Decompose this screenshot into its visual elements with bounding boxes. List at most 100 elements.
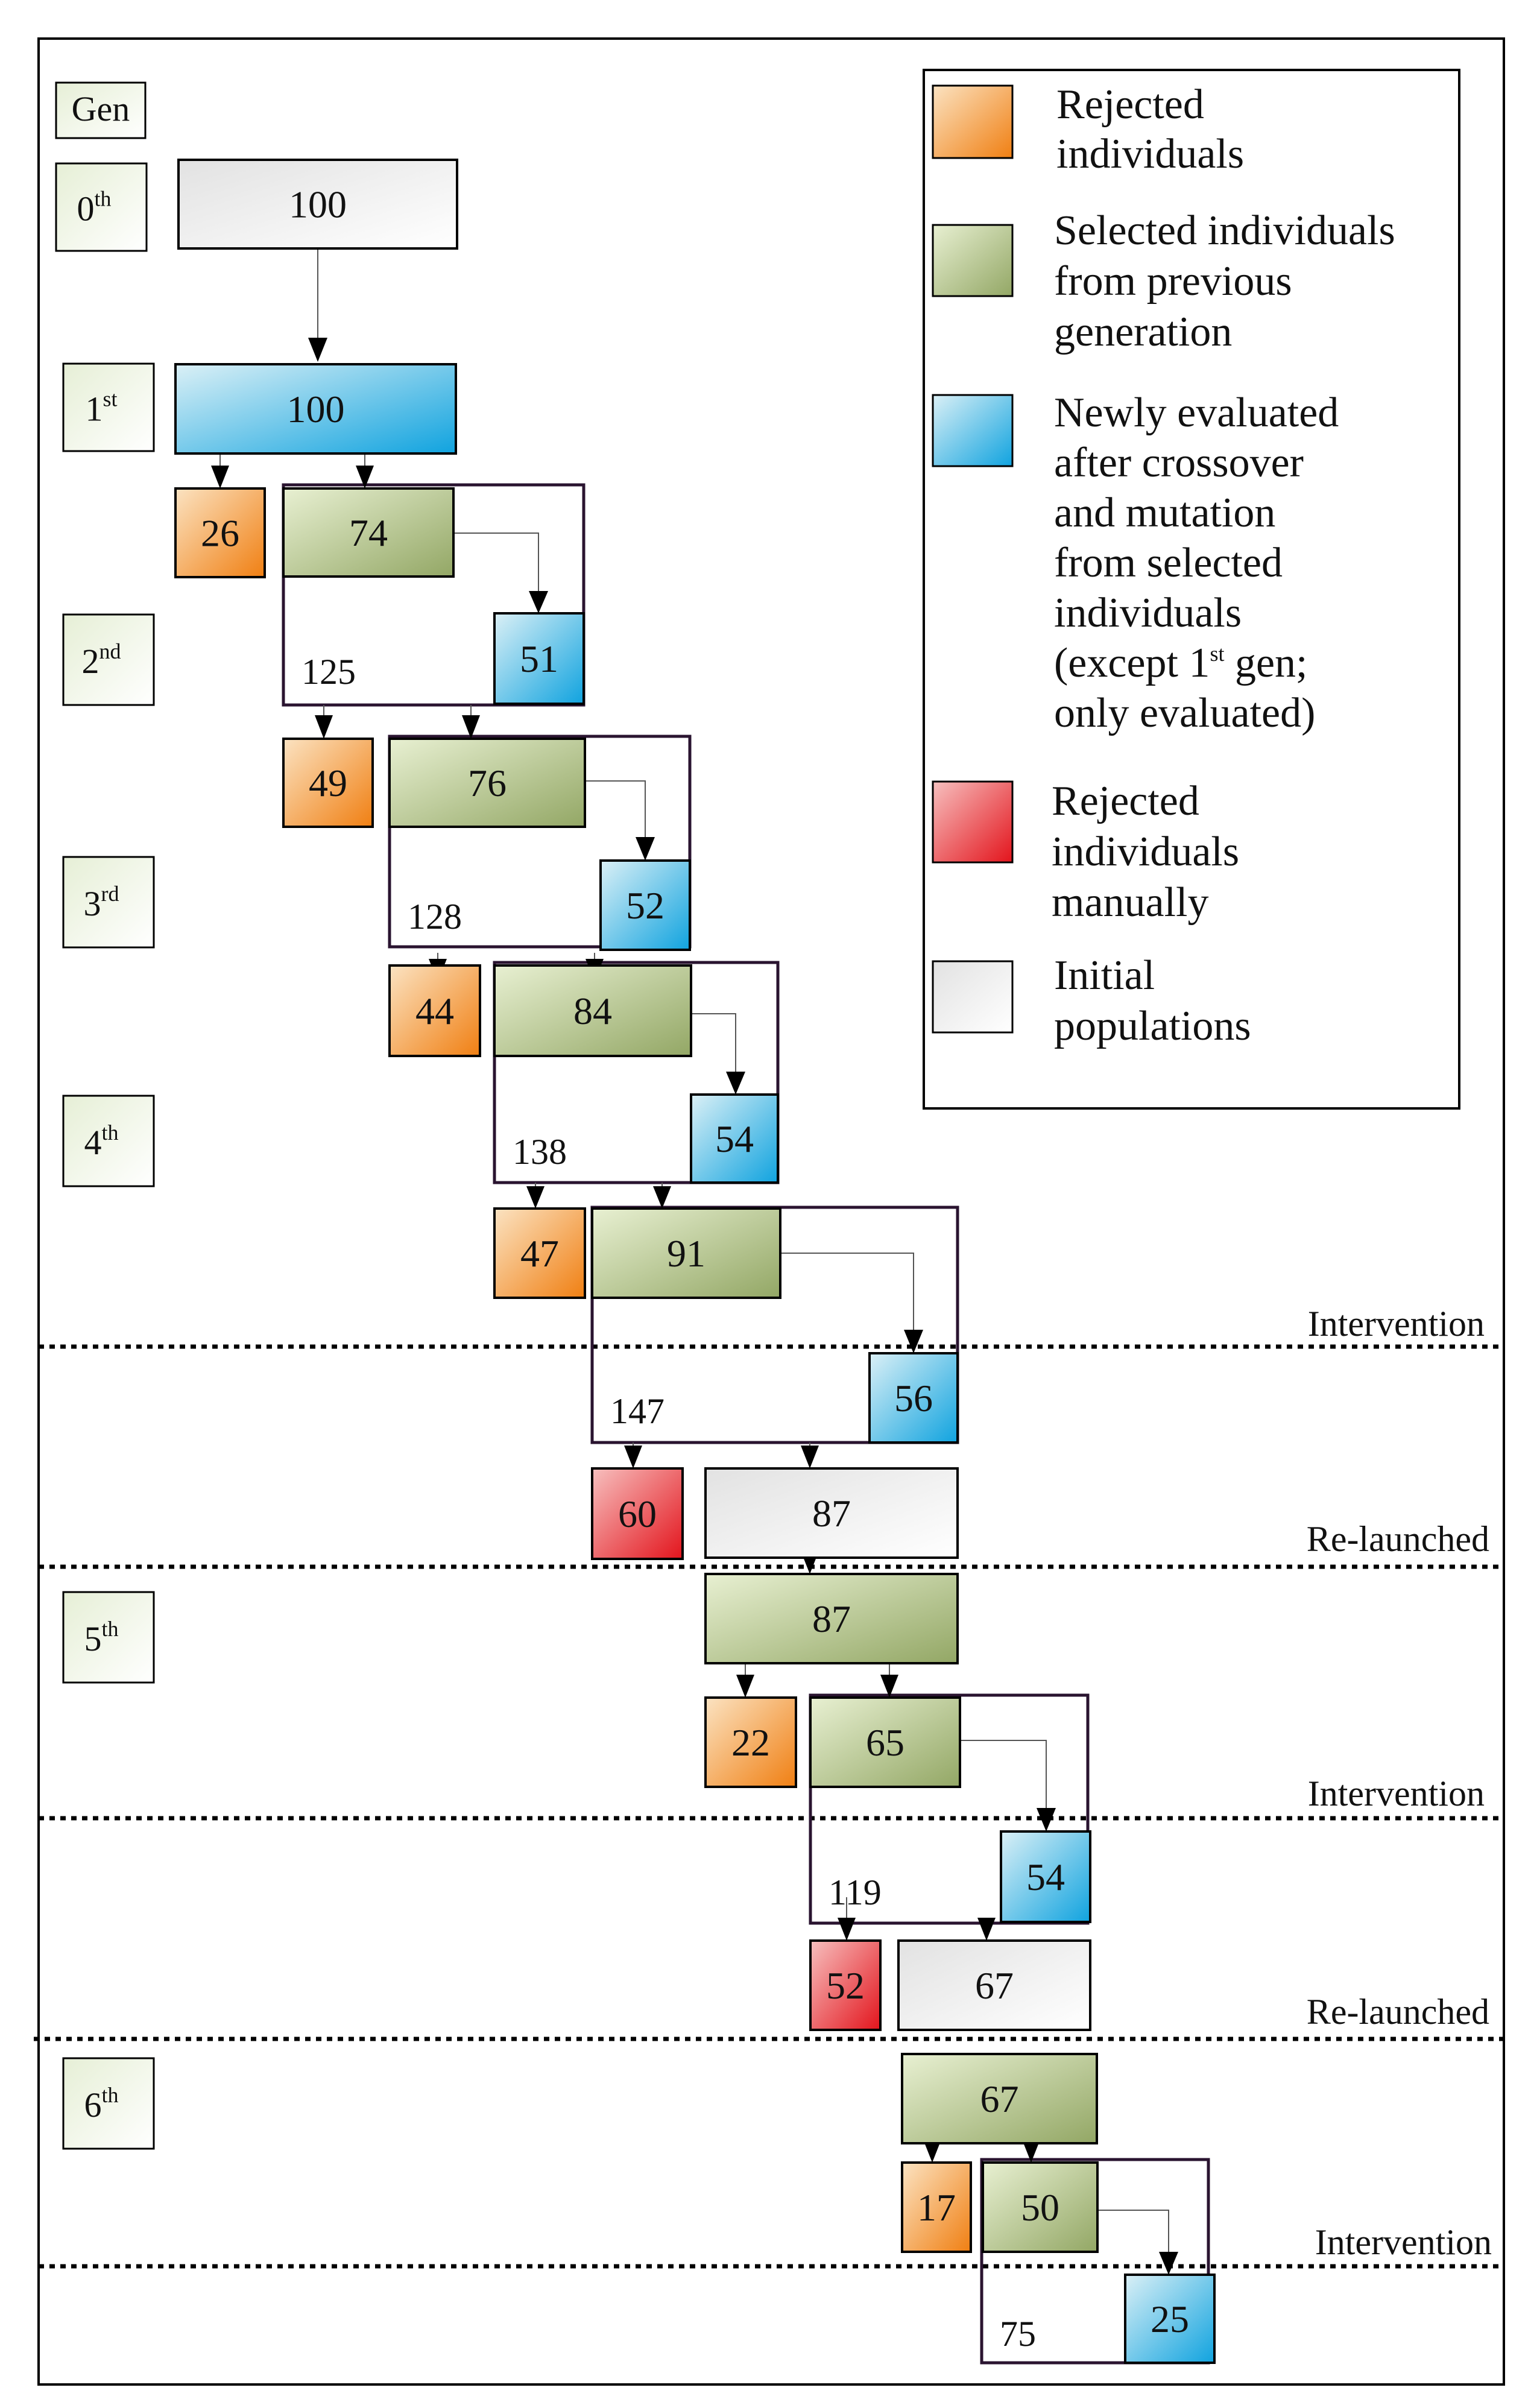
group-total: 75 — [1000, 2314, 1036, 2354]
legend-label-rejected: Rejected individuals — [1056, 81, 1244, 177]
population-count: 52 — [626, 884, 664, 927]
event-label: Intervention — [1308, 1774, 1485, 1813]
population-count: 47 — [520, 1232, 559, 1275]
population-count: 17 — [917, 2186, 956, 2229]
group-total: 138 — [513, 1132, 567, 1172]
generation-label-box — [62, 2057, 155, 2150]
population-box-initial: 100 — [177, 159, 458, 250]
outer-frame — [37, 37, 1505, 2386]
population-box-initial: 87 — [704, 1467, 959, 1559]
group-frames: 125 128 138 147 119 75 — [282, 483, 1210, 2365]
generation-label-box — [62, 613, 155, 706]
population-box-rejected: 17 — [901, 2161, 972, 2253]
population-count: 22 — [731, 1721, 770, 1764]
population-box-newly-evaluated: 51 — [493, 612, 585, 705]
population-count: 67 — [975, 1964, 1014, 2007]
generation-label: 5th — [84, 1617, 118, 1658]
population-count: 87 — [812, 1492, 851, 1535]
gen-header: Gen — [72, 89, 130, 128]
population-box-selected: 67 — [901, 2053, 1098, 2144]
group-frame — [980, 2158, 1210, 2365]
population-count: 100 — [289, 183, 347, 226]
population-count: 74 — [349, 511, 388, 554]
group-frame — [809, 1693, 1090, 1925]
legend: Rejected individuals Selected individual… — [923, 69, 1460, 1110]
population-count: 49 — [309, 762, 347, 804]
population-count: 84 — [573, 990, 612, 1032]
population-box-newly-evaluated: 25 — [1124, 2274, 1216, 2364]
population-box-rejected-manual: 52 — [809, 1939, 882, 2031]
legend-swatch-rejected — [932, 84, 1014, 159]
arrowheads — [211, 338, 1178, 2275]
legend-label-newly-evaluated-note: (except 1st gen; — [1054, 640, 1308, 686]
generation-label: 4th — [84, 1120, 118, 1162]
population-box-selected: 65 — [809, 1696, 961, 1788]
population-box-newly-evaluated: 52 — [599, 859, 691, 951]
population-count: 67 — [980, 2078, 1019, 2120]
population-box-selected: 74 — [282, 487, 455, 578]
population-box-newly-evaluated: 54 — [1000, 1830, 1091, 1923]
generation-label-box — [55, 162, 148, 252]
event-label: Intervention — [1308, 1304, 1485, 1344]
legend-label-initial: Initial populations — [1054, 952, 1251, 1049]
group-total: 119 — [829, 1872, 882, 1912]
event-label: Re-launched — [1307, 1992, 1489, 2032]
legend-label-rejected-manual: Rejected individuals manually — [1052, 778, 1250, 926]
population-box-selected: 84 — [493, 964, 692, 1057]
population-box-selected: 76 — [388, 738, 586, 828]
population-count: 52 — [826, 1964, 865, 2007]
group-frame — [493, 961, 780, 1184]
generation-label: 1st — [85, 387, 117, 429]
population-box-newly-evaluated: 54 — [690, 1093, 779, 1184]
event-lines: Intervention Re-launched Intervention Re… — [34, 1304, 1504, 2269]
population-box-rejected: 44 — [388, 964, 481, 1057]
population-count: 76 — [468, 762, 507, 804]
legend-label-selected: Selected individuals from previous gener… — [1054, 207, 1406, 355]
legend-swatch-initial — [932, 960, 1014, 1034]
population-box-selected: 50 — [982, 2161, 1099, 2253]
group-total: 147 — [610, 1391, 664, 1431]
population-count: 44 — [415, 990, 454, 1032]
generation-label-box — [62, 362, 155, 452]
population-box-initial: 67 — [897, 1939, 1091, 2031]
population-count: 26 — [201, 512, 239, 555]
population-count: 60 — [618, 1493, 657, 1535]
legend-label-newly-evaluated: Newly evaluated after crossover and muta… — [1054, 390, 1349, 636]
generation-label: 3rd — [84, 882, 119, 923]
population-box-rejected: 22 — [704, 1696, 797, 1788]
population-box-newly-evaluated: 100 — [174, 363, 457, 455]
group-total: 125 — [301, 652, 356, 692]
group-frame — [282, 483, 586, 707]
group-total: 128 — [408, 897, 462, 937]
event-label: Intervention — [1315, 2222, 1492, 2262]
legend-swatch-selected — [932, 224, 1014, 297]
population-count: 65 — [866, 1721, 904, 1764]
population-count: 50 — [1021, 2186, 1059, 2229]
generation-label: 6th — [84, 2083, 118, 2125]
population-count: 91 — [667, 1232, 706, 1275]
population-count: 54 — [715, 1117, 754, 1160]
population-box-selected: 87 — [704, 1573, 959, 1664]
population-count: 56 — [894, 1377, 933, 1420]
population-count: 51 — [520, 637, 558, 680]
generation-label: 2nd — [82, 639, 121, 681]
legend-label-newly-evaluated-last: only evaluated) — [1054, 690, 1315, 736]
gen-header-box — [55, 81, 147, 139]
population-box-rejected: 49 — [282, 738, 374, 828]
event-label: Re-launched — [1307, 1519, 1489, 1559]
group-frame — [388, 735, 692, 949]
population-box-rejected-manual: 60 — [591, 1467, 684, 1560]
population-boxes: 100 100 26 74 51 49 76 52 44 84 54 47 91 56 60 87 87 22 65… — [174, 159, 1216, 2364]
generation-label-box — [62, 856, 155, 949]
population-count: 25 — [1151, 2298, 1189, 2340]
population-box-rejected: 26 — [174, 487, 266, 578]
population-box-newly-evaluated: 56 — [868, 1352, 959, 1444]
generation-label-box — [62, 1095, 155, 1187]
legend-swatch-newly-evaluated — [932, 394, 1014, 467]
population-box-rejected: 47 — [493, 1207, 586, 1299]
population-count: 100 — [287, 388, 345, 431]
population-count: 54 — [1026, 1856, 1065, 1898]
generation-label-box — [62, 1591, 155, 1684]
